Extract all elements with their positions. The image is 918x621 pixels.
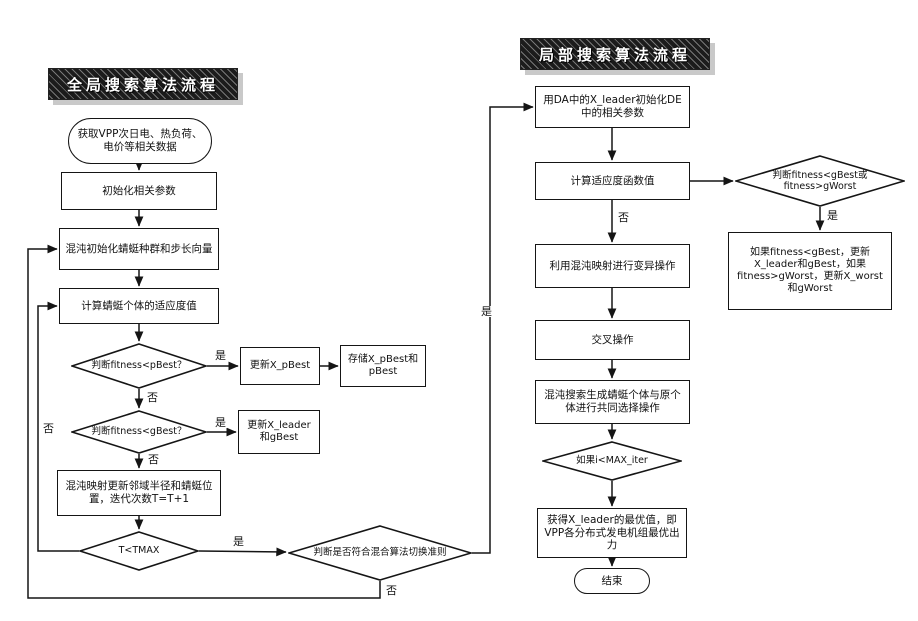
- diamond-shape: [542, 441, 682, 481]
- header-global-search: 全局搜索算法流程: [48, 68, 238, 100]
- node-update-pbest: 更新X_pBest: [240, 347, 320, 385]
- edge-judgeswitch-loop-chaosinit: [27, 244, 381, 599]
- node-judge-tmax: T<TMAX: [79, 531, 199, 571]
- node-update-leader: 更新X_leader和gBest: [238, 410, 320, 454]
- node-crossover: 交叉操作: [535, 320, 690, 360]
- edge-judgetmax-judgeswitch: [198, 547, 287, 557]
- node-de-fitness: 计算适应度函数值: [535, 162, 690, 200]
- node-result: 获得X_leader的最优值，即VPP各分布式发电机组最优出力: [537, 508, 687, 558]
- node-chaos-update: 混沌映射更新邻域半径和蜻蜓位置，迭代次数T=T+1: [57, 470, 221, 516]
- edge-judgetmax-loop-fitness: [37, 301, 79, 552]
- node-chaos-init: 混沌初始化蜻蜓种群和步长向量: [59, 228, 219, 270]
- node-judge-pbest: 判断fitness<pBest？: [71, 343, 207, 389]
- edge-judgeswitch-deinit: [472, 102, 534, 554]
- node-init-params: 初始化相关参数: [61, 172, 217, 210]
- diamond-shape: [71, 410, 207, 454]
- header-global-search-label: 全局搜索算法流程: [66, 75, 219, 94]
- node-judge-gbest: 判断fitness<gBest？: [71, 410, 207, 454]
- node-end: 结束: [574, 568, 650, 594]
- node-update-both: 如果fitness<gBest，更新X_leader和gBest，如果fitne…: [728, 232, 892, 310]
- node-store-pbest: 存储X_pBest和pBest: [340, 345, 426, 387]
- edge-label-pbest-no: 否: [146, 391, 159, 404]
- edge-label-fitness-yes: 是: [826, 209, 839, 222]
- edge-label-switch-no: 否: [385, 584, 398, 597]
- diamond-shape: [71, 343, 207, 389]
- node-judge-iter: 如果i<MAX_iter: [542, 441, 682, 481]
- edge-label-gbest-no: 否: [147, 453, 160, 466]
- edge-label-pbest-yes: 是: [214, 349, 227, 362]
- edge-label-switch-yes: 是: [480, 305, 493, 318]
- node-chaos-select: 混沌搜索生成蜻蜓个体与原个体进行共同选择操作: [535, 380, 690, 424]
- header-local-search-label: 局部搜索算法流程: [538, 45, 691, 64]
- node-start: 获取VPP次日电、热负荷、电价等相关数据: [68, 118, 212, 164]
- edge-label-fitness-no: 否: [617, 211, 630, 224]
- edge-label-tmax-no: 否: [42, 422, 55, 435]
- diamond-shape: [288, 525, 472, 581]
- edge-label-tmax-yes: 是: [232, 535, 245, 548]
- diamond-shape: [735, 155, 905, 207]
- node-mutation: 利用混沌映射进行变异操作: [535, 244, 690, 288]
- header-local-search: 局部搜索算法流程: [520, 38, 710, 70]
- edge-label-gbest-yes: 是: [214, 416, 227, 429]
- diamond-shape: [79, 531, 199, 571]
- node-de-init: 用DA中的X_leader初始化DE中的相关参数: [535, 86, 690, 128]
- node-judge-switch: 判断是否符合混合算法切换准则: [288, 525, 472, 581]
- node-judge-fitness: 判断fitness<gBest或fitness>gWorst: [735, 155, 905, 207]
- node-calc-fitness: 计算蜻蜓个体的适应度值: [59, 288, 219, 324]
